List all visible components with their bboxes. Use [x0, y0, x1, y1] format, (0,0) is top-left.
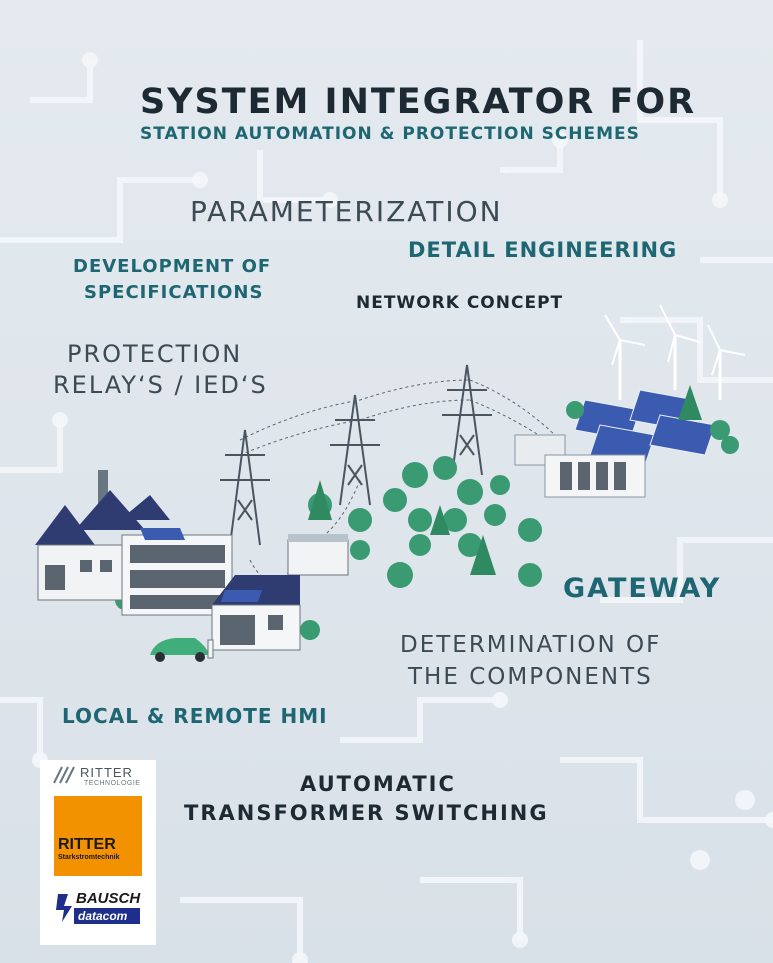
label-development-line1: DEVELOPMENT OF [73, 256, 272, 277]
turbine-2 [659, 304, 701, 390]
bausch-datacom-logo: BAUSCH datacom [54, 886, 146, 930]
circuit-pattern [0, 40, 773, 960]
label-determination-line2: THE COMPONENTS [408, 664, 653, 690]
battery-storage [514, 434, 646, 498]
label-protection-line1: PROTECTION [67, 340, 243, 368]
bausch-sub: datacom [74, 908, 140, 924]
pylon-3 [442, 364, 492, 476]
label-detail-engineering: DETAIL ENGINEERING [408, 238, 678, 262]
label-gateway: GATEWAY [563, 573, 722, 604]
turbine-1 [604, 314, 646, 400]
label-network-concept: NETWORK CONCEPT [356, 293, 564, 313]
bausch-name: BAUSCH [76, 890, 141, 907]
electric-car [150, 638, 214, 662]
house [211, 575, 301, 651]
label-protection-line2: RELAY‘S / IED‘S [53, 371, 268, 399]
pylon-1 [220, 429, 270, 546]
wind-turbines [604, 304, 746, 400]
label-parameterization: PARAMETERIZATION [190, 195, 503, 228]
pylon-2 [330, 394, 380, 506]
substation [287, 534, 349, 576]
ritter-technologie-sub: TECHNOLOGIE [84, 780, 141, 787]
label-determination-line1: DETERMINATION OF [400, 632, 662, 658]
office-building [121, 528, 233, 616]
ritter-mark-icon [53, 766, 75, 784]
ritter-technologie-logo: RITTER TECHNOLOGIE [40, 760, 156, 794]
main-subtitle: STATION AUTOMATION & PROTECTION SCHEMES [140, 124, 640, 144]
ritter-stark-sub: Starkstromtechnik [58, 854, 120, 861]
transmission-pylons [220, 364, 492, 546]
bausch-mark-icon [56, 894, 72, 922]
label-switching-line2: TRANSFORMER SWITCHING [184, 801, 549, 825]
ritter-starkstromtechnik-logo: RITTER Starkstromtechnik [54, 796, 142, 876]
partner-logos-panel: RITTER TECHNOLOGIE RITTER Starkstromtech… [40, 760, 156, 945]
ritter-technologie-name: RITTER [80, 765, 133, 780]
label-switching-line1: AUTOMATIC [300, 772, 456, 796]
label-local-remote-hmi: LOCAL & REMOTE HMI [62, 704, 328, 728]
main-title: SYSTEM INTEGRATOR FOR [140, 82, 697, 122]
label-development-line2: SPECIFICATIONS [84, 282, 264, 303]
ritter-stark-name: RITTER [58, 836, 116, 853]
circuit-nodes [32, 52, 773, 963]
turbine-3 [707, 324, 746, 400]
trees [115, 385, 739, 640]
